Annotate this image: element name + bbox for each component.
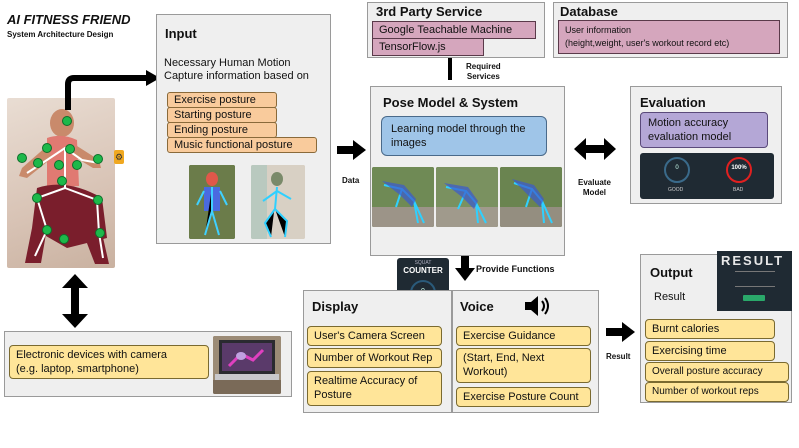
result-screen-button (743, 295, 765, 301)
voice-posture-count: Exercise Posture Count (456, 387, 591, 407)
input-item-exercise-posture: Exercise posture (167, 92, 277, 108)
input-item-starting-posture: Starting posture (167, 107, 277, 123)
speaker-icon (525, 296, 549, 316)
output-burnt-calories: Burnt calories (645, 319, 775, 339)
result-label: Result (606, 352, 631, 361)
pose-joint (93, 195, 103, 205)
provide-functions-label: Provide Functions (476, 264, 555, 274)
display-camera-screen: User's Camera Screen (307, 326, 442, 346)
display-panel: Display User's Camera Screen Number of W… (303, 290, 452, 413)
output-posture-accuracy: Overall posture accuracy (645, 362, 789, 382)
bad-gauge-label: BAD (733, 187, 744, 193)
pose-joint (17, 153, 27, 163)
database-user-info: User information (height,weight, user's … (558, 20, 780, 54)
result-screen-title: RESULT (721, 253, 785, 268)
third-party-panel: 3rd Party Service Google Teachable Machi… (367, 2, 545, 58)
output-workout-reps: Number of workout reps (645, 382, 789, 402)
pose-joint (72, 160, 82, 170)
output-title: Output (650, 265, 693, 280)
pose-joint (59, 234, 69, 244)
pose-training-image-3 (500, 167, 562, 227)
app-title: AI FITNESS FRIEND (7, 12, 131, 27)
motion-accuracy-text: Motion accuracy evaluation model (648, 117, 732, 143)
pose-joint (54, 160, 64, 170)
evaluation-title: Evaluation (640, 95, 706, 110)
input-panel: Input Necessary Human Motion Capture inf… (156, 14, 331, 244)
voice-start-end-next: (Start, End, Next Workout) (456, 348, 591, 383)
display-workout-rep: Number of Workout Rep (307, 348, 442, 368)
bad-gauge-value: 100% (731, 165, 747, 171)
accuracy-gauge-screen: 0 GOOD 100% BAD (640, 153, 774, 199)
learning-model-box: Learning model through the images (381, 116, 547, 156)
laptop-photo (213, 336, 281, 394)
input-item-music-posture: Music functional posture (167, 137, 317, 153)
output-panel: Output Result RESULT Burnt calories Exer… (640, 251, 792, 403)
data-label: Data (342, 176, 360, 185)
input-item-ending-posture: Ending posture (167, 122, 277, 138)
devices-panel: Electronic devices with camera (e.g. lap… (4, 331, 292, 397)
required-services-arrow (448, 58, 452, 80)
output-result-text: Result (654, 291, 686, 303)
pose-training-image-2 (436, 167, 498, 227)
service-tensorflow: TensorFlow.js (372, 38, 484, 56)
pose-joint (93, 154, 103, 164)
skeleton-photo-left (189, 165, 235, 239)
pose-model-panel: Pose Model & System Learning model throu… (370, 86, 565, 256)
evaluate-double-arrow (574, 138, 616, 160)
input-title: Input (165, 26, 197, 41)
good-gauge-label: GOOD (668, 187, 684, 193)
data-arrow (337, 140, 366, 160)
pose-joint (33, 158, 43, 168)
pose-joint (95, 228, 105, 238)
provide-functions-arrow (455, 256, 475, 281)
pose-joint (57, 176, 67, 186)
third-party-title: 3rd Party Service (376, 4, 483, 19)
good-gauge: 0 (664, 157, 690, 183)
skeleton-photo-right (251, 165, 305, 239)
bad-gauge: 100% (726, 157, 752, 183)
display-realtime-accuracy: Realtime Accuracy of Posture (307, 371, 442, 406)
settings-icon: ⚙ (114, 150, 124, 164)
pose-joint (65, 144, 75, 154)
pose-joint (32, 193, 42, 203)
pose-model-title: Pose Model & System (383, 95, 519, 110)
pose-training-image-1 (372, 167, 434, 227)
app-subtitle: System Architecture Design (7, 30, 114, 39)
service-teachable-machine: Google Teachable Machine (372, 21, 536, 39)
required-services-label: Required Services (466, 62, 501, 81)
result-arrow (606, 322, 635, 342)
devices-description: Electronic devices with camera (e.g. lap… (9, 345, 209, 379)
output-exercising-time: Exercising time (645, 341, 775, 361)
squat-counter-title: COUNTER (403, 266, 443, 275)
display-title: Display (312, 299, 359, 314)
evaluation-panel: Evaluation Motion accuracy evaluation mo… (630, 86, 782, 204)
database-title: Database (560, 4, 618, 19)
pose-joint (42, 225, 52, 235)
result-screen: RESULT (717, 251, 792, 311)
athlete-pose-photo (7, 98, 115, 268)
voice-exercise-guidance: Exercise Guidance (456, 326, 591, 346)
good-gauge-value: 0 (675, 165, 679, 171)
voice-panel: Voice Exercise Guidance (Start, End, Nex… (452, 290, 599, 413)
database-panel: Database User information (height,weight… (553, 2, 788, 58)
pose-joint (42, 143, 52, 153)
devices-double-arrow (62, 274, 88, 328)
squat-caption: SQUAT (414, 260, 432, 266)
result-screen-lines (735, 271, 775, 287)
pose-joint (62, 116, 72, 126)
motion-accuracy-box: Motion accuracy evaluation model (640, 112, 768, 148)
evaluate-model-label: Evaluate Model (578, 178, 611, 197)
learning-model-text: Learning model through the images (391, 123, 526, 149)
voice-title: Voice (460, 299, 494, 314)
arrow-to-input (65, 70, 160, 110)
input-description: Necessary Human Motion Capture informati… (164, 57, 309, 82)
